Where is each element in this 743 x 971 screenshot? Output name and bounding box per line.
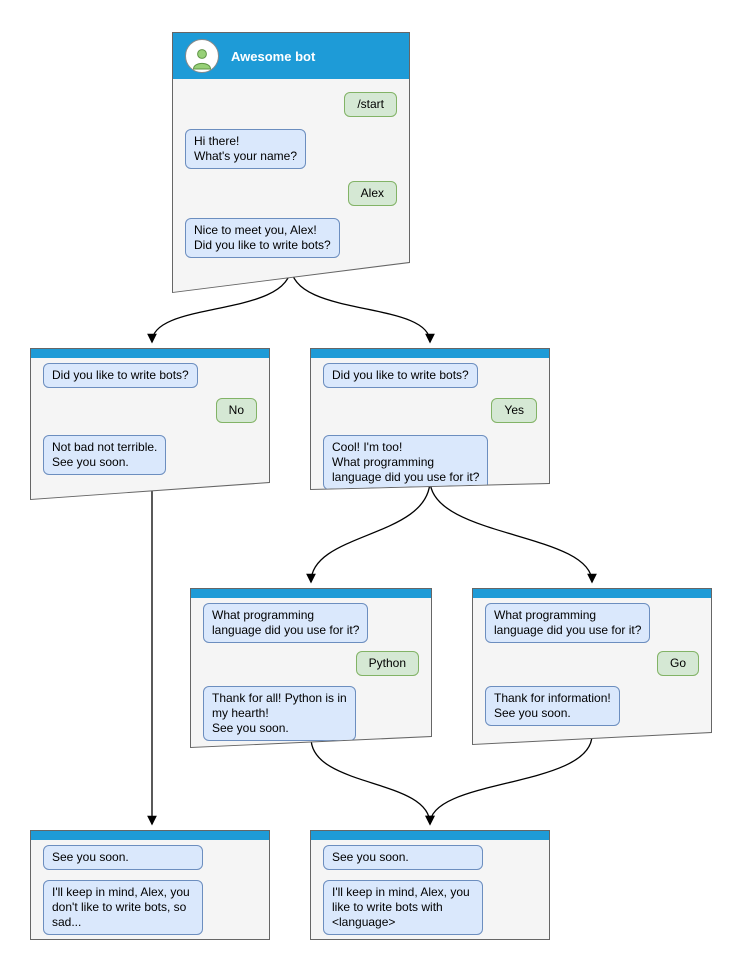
window-header: [311, 831, 549, 840]
window-body: Did you like to write bots? Yes Cool! I'…: [311, 349, 549, 489]
bot-message-farewell: See you soon.: [43, 845, 203, 870]
bot-message-summary: I'll keep in mind, Alex, you like to wri…: [323, 880, 483, 935]
chat-window-python: What programming language did you use fo…: [190, 588, 432, 748]
window-body: See you soon. I'll keep in mind, Alex, y…: [311, 831, 549, 939]
bot-message-summary: I'll keep in mind, Alex, you don't like …: [43, 880, 203, 935]
bot-message-question: Did you like to write bots?: [323, 363, 478, 388]
bot-message-farewell: See you soon.: [323, 845, 483, 870]
window-header: [31, 349, 269, 358]
connector-yes-to-go: [429, 479, 597, 584]
chat-window-go: What programming language did you use fo…: [472, 588, 712, 745]
window-header: Awesome bot: [173, 33, 409, 79]
window-header: [473, 589, 711, 598]
window-body: See you soon. I'll keep in mind, Alex, y…: [31, 831, 269, 939]
bot-message-question: Nice to meet you, Alex! Did you like to …: [185, 218, 340, 258]
bot-message-reply: Thank for information! See you soon.: [485, 686, 620, 726]
connector-yes-to-python: [306, 479, 431, 584]
connector-go-to-end: [425, 734, 593, 826]
window-title: Awesome bot: [231, 48, 316, 64]
chat-window-no: Did you like to write bots? No Not bad n…: [30, 348, 270, 500]
bot-avatar: [185, 39, 219, 73]
bot-message-greeting: Hi there! What's your name?: [185, 129, 306, 169]
window-header: [191, 589, 431, 598]
bot-message-question: What programming language did you use fo…: [485, 603, 650, 643]
window-body: Awesome bot /start Hi there! What's your…: [173, 33, 409, 292]
chat-window-end-no: See you soon. I'll keep in mind, Alex, y…: [30, 830, 270, 940]
user-message-answer: Python: [356, 651, 419, 676]
bot-message-reply: Not bad not terrible. See you soon.: [43, 435, 166, 475]
bot-message-question: Did you like to write bots?: [43, 363, 198, 388]
bot-message-reply: Cool! I'm too! What programming language…: [323, 435, 488, 489]
bot-message-question: What programming language did you use fo…: [203, 603, 368, 643]
window-header: [31, 831, 269, 840]
window-body: What programming language did you use fo…: [473, 589, 711, 744]
user-message-name: Alex: [348, 181, 397, 206]
user-message-answer: Yes: [491, 398, 537, 423]
window-body: What programming language did you use fo…: [191, 589, 431, 747]
person-icon: [190, 46, 214, 70]
window-header: [311, 349, 549, 358]
user-message-answer: No: [216, 398, 257, 423]
user-message-start: /start: [344, 92, 397, 117]
user-message-answer: Go: [657, 651, 699, 676]
chat-window-end-yes: See you soon. I'll keep in mind, Alex, y…: [310, 830, 550, 940]
bot-message-reply: Thank for all! Python is in my hearth! S…: [203, 686, 356, 741]
chat-window-root: Awesome bot /start Hi there! What's your…: [172, 32, 410, 293]
connector-python-to-end: [310, 737, 435, 826]
chat-window-yes: Did you like to write bots? Yes Cool! I'…: [310, 348, 550, 490]
window-body: Did you like to write bots? No Not bad n…: [31, 349, 269, 499]
